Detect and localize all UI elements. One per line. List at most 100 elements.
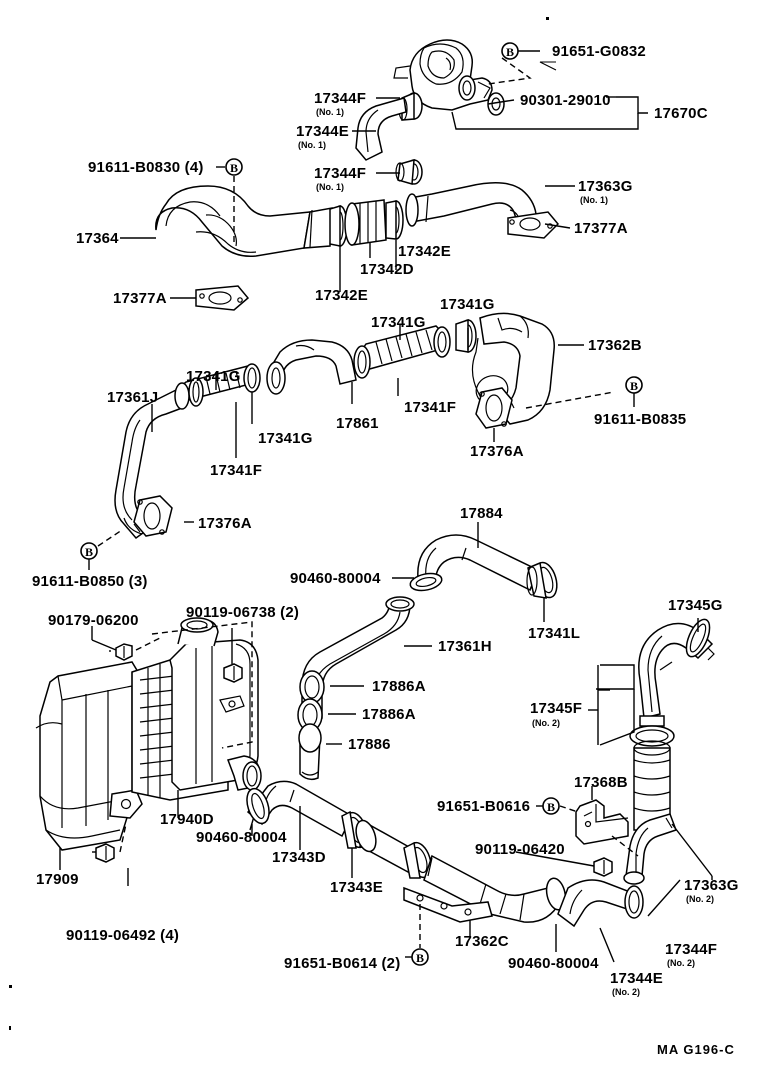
label-91651-B0614: 91651-B0614 (2) <box>284 955 400 972</box>
label-90301-29010: 90301-29010 <box>520 92 611 109</box>
label-90460-80004-b: 90460-80004 <box>196 829 287 846</box>
part-body-17362B <box>479 312 555 425</box>
label-91611-B0835: 91611-B0835 <box>594 411 686 428</box>
label-17345G: 17345G <box>668 597 723 614</box>
part-bellows-right <box>353 325 451 379</box>
part-clamp-17341G-ur <box>455 318 477 353</box>
leaders-17364-row: B <box>120 158 575 299</box>
label-17377A-right: 17377A <box>574 220 628 237</box>
part-bracket-17368B <box>559 786 639 857</box>
hose-17361H-assembly <box>297 596 415 781</box>
bolt-90119-06492 <box>92 823 129 886</box>
label-17363G-no2: 17363G <box>684 877 739 894</box>
label-90179-06200: 90179-06200 <box>48 612 139 629</box>
label-17341G-c: 17341G <box>371 314 426 331</box>
label-17342E-right: 17342E <box>398 243 451 260</box>
part-pipe-17364 <box>155 185 311 258</box>
hose-17345G-assembly <box>629 618 715 831</box>
label-17345F-no2-sub: (No. 2) <box>532 718 560 728</box>
label-17343E: 17343E <box>330 879 383 896</box>
label-17341L: 17341L <box>528 625 580 642</box>
label-17884: 17884 <box>460 505 503 522</box>
part-cuff-17341L <box>526 561 558 599</box>
part-bellows-right-lower <box>629 715 675 831</box>
label-17886: 17886 <box>348 736 391 753</box>
label-17341F-b: 17341F <box>404 399 456 416</box>
label-17344F-no2-sub: (No. 2) <box>667 958 695 968</box>
leaders-lower <box>251 806 713 963</box>
label-17368B: 17368B <box>574 774 628 791</box>
part-clamp-17342E-right <box>385 200 404 240</box>
leaders-top: B <box>352 42 648 174</box>
bolt-90119-06738 <box>223 628 243 683</box>
part-flange-17377A-right <box>507 211 560 239</box>
drawing-number: MA G196-C <box>657 1042 735 1057</box>
label-17940D: 17940D <box>160 811 214 828</box>
label-17344E-no1-sub: (No. 1) <box>298 140 326 150</box>
part-elbow-17363G-2 <box>625 813 677 877</box>
part-hose-17363G <box>409 182 541 233</box>
leaders-hoses <box>326 522 545 745</box>
label-17344F-no1-upper: 17344F <box>314 90 366 107</box>
label-90460-80004-a: 90460-80004 <box>290 570 381 587</box>
label-17343D: 17343D <box>272 849 326 866</box>
label-90119-06492: 90119-06492 (4) <box>66 927 179 944</box>
turbo-outlet-assembly <box>355 39 505 185</box>
label-17344F-no2: 17344F <box>665 941 717 958</box>
label-17361J: 17361J <box>107 389 158 406</box>
svg-text:B: B <box>506 45 514 59</box>
registration-marks <box>9 17 549 1030</box>
label-17344F-no1-upper-sub: (No. 1) <box>316 107 344 117</box>
part-shroud-17909 <box>39 661 139 851</box>
svg-text:B: B <box>630 379 638 393</box>
label-17364: 17364 <box>76 230 119 247</box>
part-body-17861 <box>266 339 357 385</box>
pipe-17364-assembly <box>155 182 560 311</box>
svg-text:B: B <box>547 800 555 814</box>
label-17341G-d: 17341G <box>440 296 495 313</box>
part-flange-17376A-lower <box>133 495 173 537</box>
bolt-90179-06200 <box>91 626 161 661</box>
label-17344E-no1: 17344E <box>296 123 349 140</box>
pipe-17343D-assembly: B B <box>246 780 677 966</box>
label-17362B: 17362B <box>588 337 642 354</box>
label-17341G-b: 17341G <box>258 430 313 447</box>
label-17341G-a: 17341G <box>186 368 241 385</box>
label-90460-80004-c: 90460-80004 <box>508 955 599 972</box>
part-clamp-17342E-left <box>329 204 348 247</box>
part-flange-17376A-upper <box>475 387 513 429</box>
label-17362C: 17362C <box>455 933 509 950</box>
label-17909: 17909 <box>36 871 79 888</box>
label-17363G-no1-sub: (No. 1) <box>580 195 608 205</box>
leaders-right-hose <box>588 618 699 746</box>
label-17886A-a: 17886A <box>372 678 426 695</box>
bolt-marker-icon <box>501 42 519 60</box>
part-clamp-17344F-lower <box>395 158 423 185</box>
label-17345F-no2: 17345F <box>530 700 582 717</box>
part-cuffs-17886 <box>297 670 325 781</box>
label-17342D: 17342D <box>360 261 414 278</box>
label-17363G-no1: 17363G <box>578 178 633 195</box>
label-17377A-left: 17377A <box>113 290 167 307</box>
part-bellows-left <box>174 363 261 410</box>
label-17344F-no1-lower-sub: (No. 1) <box>316 182 344 192</box>
label-17670C: 17670C <box>654 105 708 122</box>
label-91611-B0830: 91611-B0830 (4) <box>88 159 204 176</box>
intercooler-assembly <box>35 617 262 851</box>
label-90119-06420: 90119-06420 <box>475 841 565 858</box>
label-17342E-left: 17342E <box>315 287 368 304</box>
part-hose-17344E <box>355 97 407 161</box>
label-90119-06738: 90119-06738 (2) <box>186 604 299 621</box>
label-17376A-lower: 17376A <box>198 515 252 532</box>
label-91651-G0832: 91651-G0832 <box>552 43 646 60</box>
label-91651-B0616: 91651-B0616 <box>437 798 530 815</box>
label-91611-B0850: 91611-B0850 (3) <box>32 573 148 590</box>
labels-layer: 91651-G0832 90301-29010 17670C 17344F (N… <box>32 43 739 1057</box>
hose-17884-assembly <box>409 534 558 599</box>
svg-text:B: B <box>85 545 93 559</box>
pipe-17361J-assembly <box>114 312 555 540</box>
svg-text:B: B <box>416 951 424 965</box>
leaders-middle: B B <box>80 324 643 570</box>
label-17861: 17861 <box>336 415 379 432</box>
